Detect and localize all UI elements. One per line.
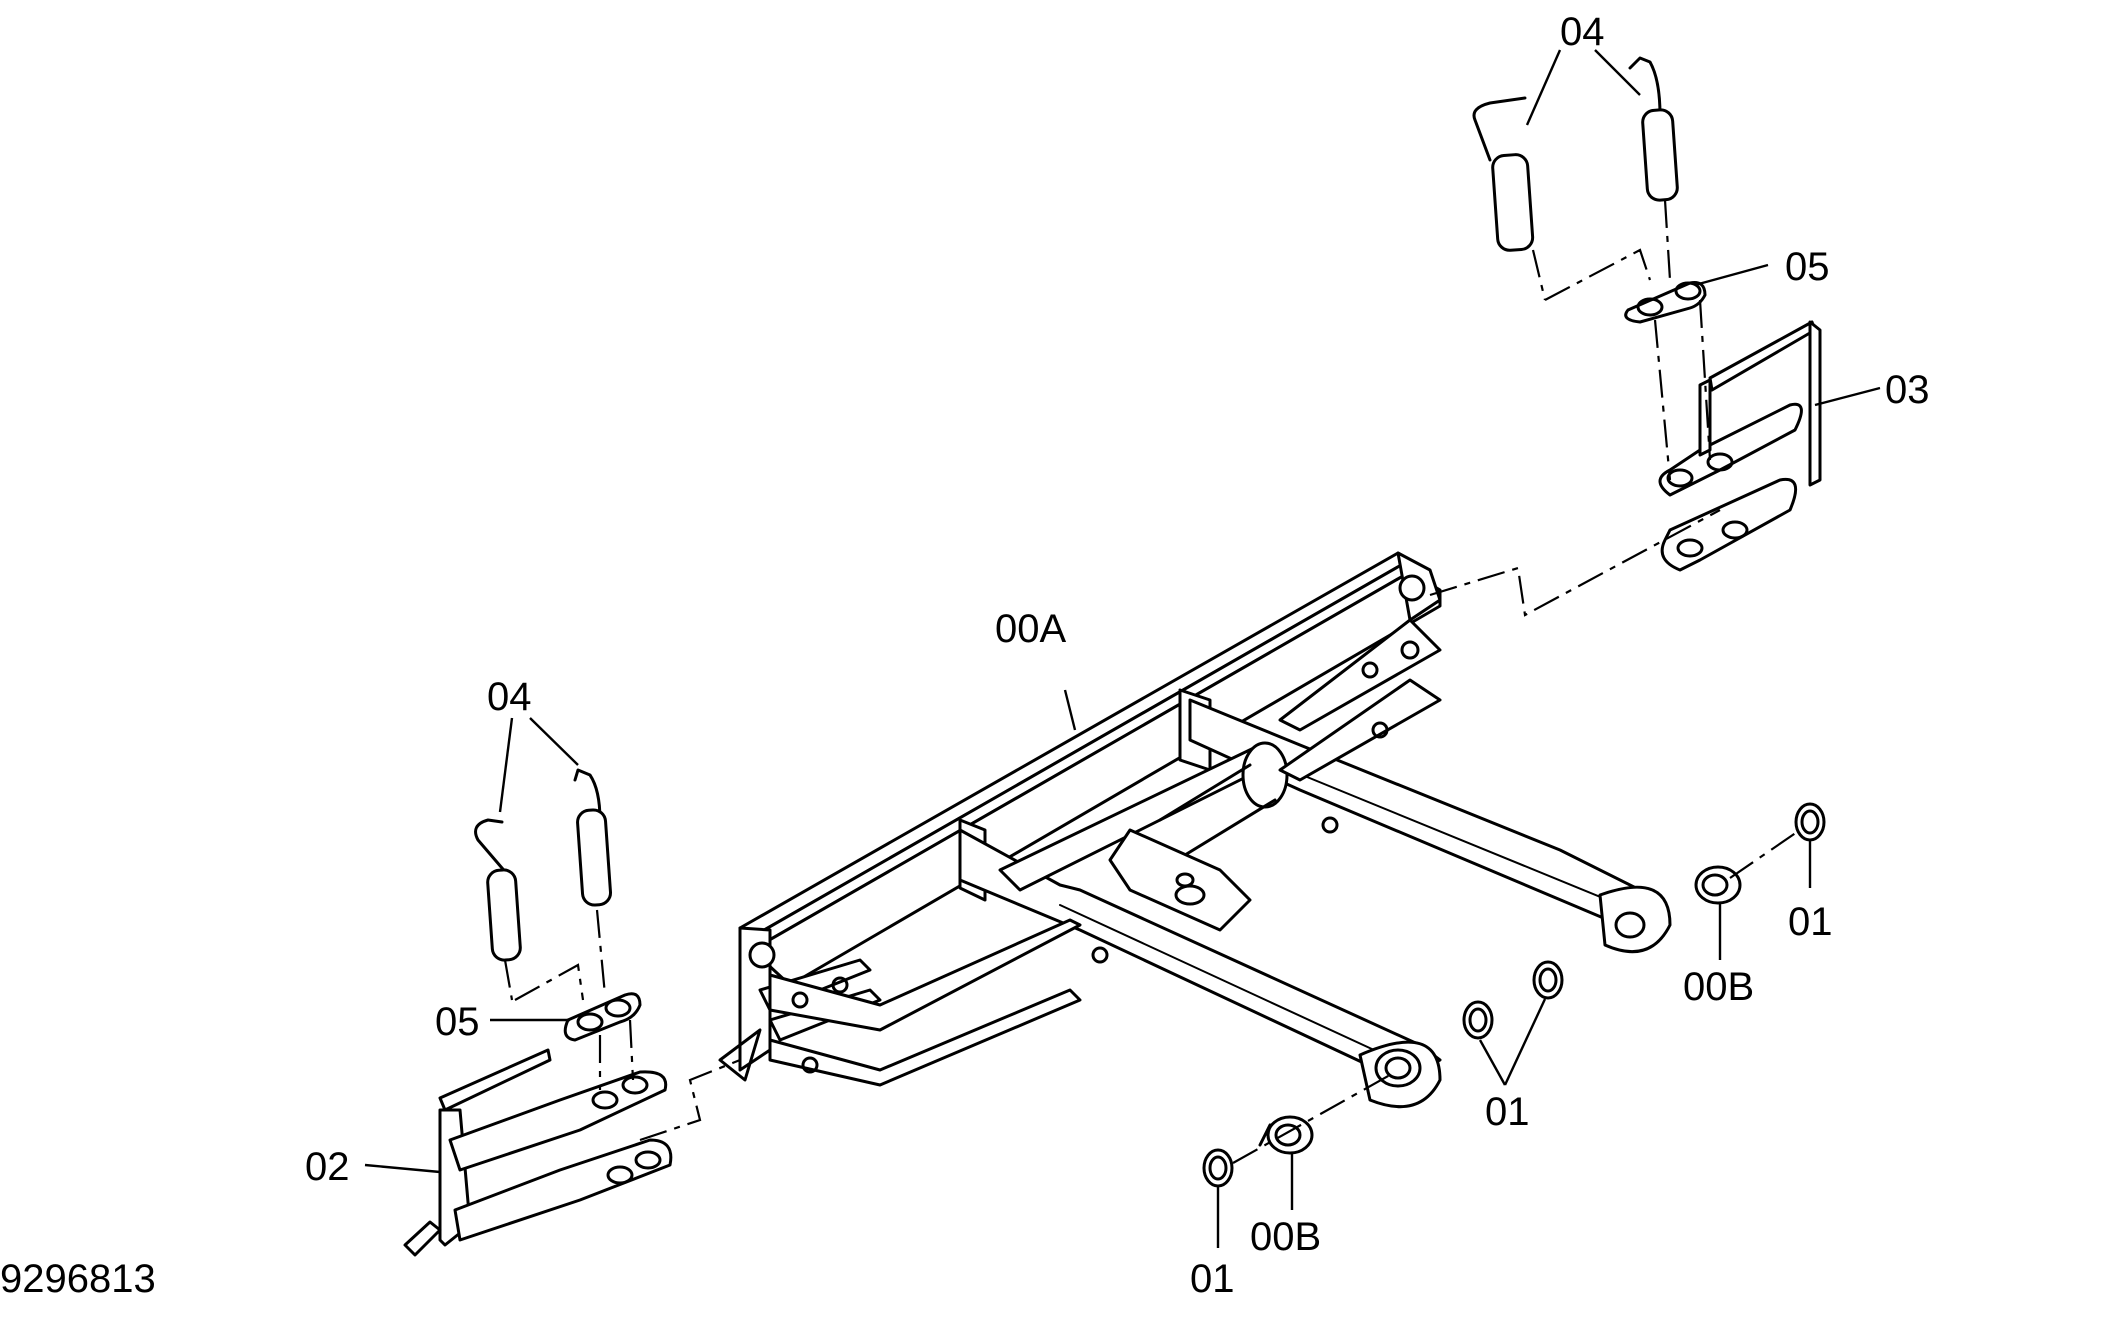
- label-00A: 00A: [995, 607, 1066, 651]
- shim-01-mid-b: [1532, 960, 1564, 1000]
- label-02: 02: [305, 1145, 350, 1189]
- pin-04-right-b: [1628, 56, 1679, 202]
- pin-04-right-a: [1472, 96, 1535, 252]
- shim-01-lower: [1202, 1148, 1234, 1188]
- bushing-00B-lower: [1258, 1115, 1314, 1155]
- washer-05-left: [563, 992, 642, 1042]
- shim-01-right: [1794, 802, 1826, 842]
- label-01-lower: 01: [1190, 1257, 1235, 1301]
- shim-01-mid-a: [1462, 1000, 1494, 1040]
- label-01-mid: 01: [1485, 1090, 1530, 1134]
- callout-labels: 00A 04 05 03 04 05 02 01 00B 01 00B 01 9…: [0, 10, 1930, 1301]
- bushing-00B-right: [1694, 865, 1742, 905]
- bracket-03: [1658, 320, 1822, 572]
- label-01-right: 01: [1788, 900, 1833, 944]
- pin-04-left-a: [474, 818, 522, 962]
- label-04-right: 04: [1560, 10, 1605, 54]
- label-00B-lower: 00B: [1250, 1215, 1321, 1259]
- label-04-left: 04: [487, 675, 532, 719]
- frame-00A: [718, 551, 1672, 1109]
- drawing-id: 9296813: [0, 1257, 156, 1301]
- label-05-left: 05: [435, 1000, 480, 1044]
- bracket-02: [403, 1048, 673, 1257]
- assembly-centerlines: [503, 199, 1801, 1164]
- label-05-right: 05: [1785, 245, 1830, 289]
- label-03: 03: [1885, 368, 1930, 412]
- pin-04-left-b: [573, 768, 613, 907]
- label-00B-right: 00B: [1683, 965, 1754, 1009]
- washer-05-right: [1624, 281, 1707, 324]
- leader-lines: [364, 49, 1881, 1248]
